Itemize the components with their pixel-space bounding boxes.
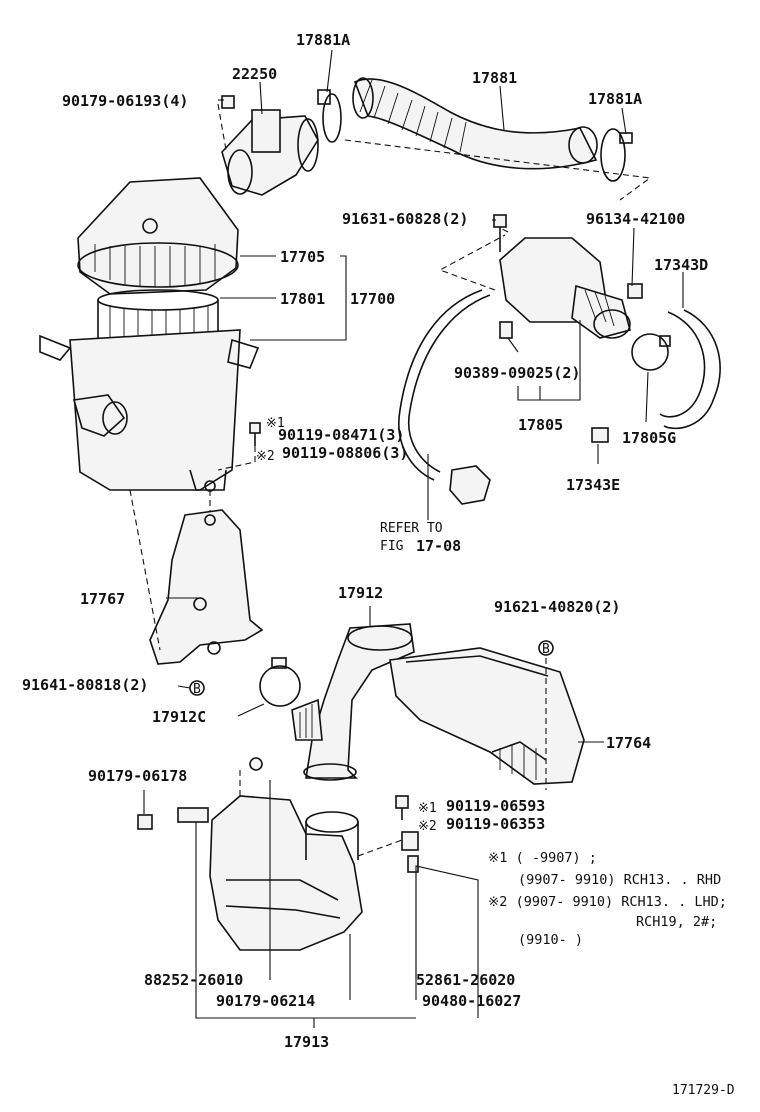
- footer-illustration-code: 171729-D: [672, 1083, 735, 1098]
- vacuum-hose-to-17-08: [398, 289, 491, 505]
- refer-fig-text: FIG: [380, 539, 404, 554]
- label-90179-06178: 90179-06178: [88, 767, 187, 785]
- circle-b-upper: B: [542, 642, 550, 657]
- check-valve-88252-26010: [177, 807, 209, 823]
- air-duct-17805: [499, 237, 631, 339]
- note-line-2: (9907- 9910) RCH13. . RHD: [518, 872, 721, 888]
- bolt-91631-60828: [493, 214, 507, 252]
- label-17913: 17913: [284, 1033, 329, 1051]
- label-91641-80818: 91641-80818(2): [22, 676, 148, 694]
- label-90119-06593: 90119-06593: [446, 797, 545, 815]
- clip-17343e: [591, 427, 609, 443]
- screw-90119-06593: [395, 795, 409, 820]
- label-17881a-right: 17881A: [588, 90, 642, 108]
- label-90119-08471: 90119-08471(3): [278, 426, 404, 444]
- label-90389-09025: 90389-09025(2): [454, 364, 580, 382]
- label-90179-06214: 90179-06214: [216, 992, 315, 1010]
- hose-clamp-17881a-top: [317, 89, 342, 143]
- label-17764: 17764: [606, 734, 651, 752]
- label-90179-06193: 90179-06193(4): [62, 92, 188, 110]
- refer-to-text: REFER TO: [380, 521, 443, 536]
- clip-90179-06178: [137, 814, 153, 830]
- label-17805g: 17805G: [622, 429, 676, 447]
- label-17767: 17767: [80, 590, 125, 608]
- air-duct-17764: [389, 647, 585, 785]
- mark-1-lower: ※1: [418, 801, 437, 816]
- air-duct-17912: [291, 623, 415, 781]
- label-17881: 17881: [472, 69, 517, 87]
- screw-90179-06193: [221, 95, 235, 109]
- note-line-3: ※2 (9907- 9910) RCH13. . LHD;: [488, 894, 727, 910]
- label-90119-06353: 90119-06353: [446, 815, 545, 833]
- hose-clamp-17881a-right: [600, 128, 633, 182]
- refer-fig-number: 17-08: [416, 537, 461, 555]
- air-cleaner-case-17700: [39, 329, 260, 492]
- label-17801: 17801: [280, 290, 325, 308]
- leader-lines: [143, 49, 684, 1028]
- label-91631-60828: 91631-60828(2): [342, 210, 468, 228]
- label-17912: 17912: [338, 584, 383, 602]
- mark-2-upper: ※2: [256, 449, 275, 464]
- label-17881a-top: 17881A: [296, 31, 350, 49]
- air-flow-meter-22250: [221, 109, 319, 196]
- intake-hose-17881: [352, 77, 598, 170]
- label-17343d: 17343D: [654, 256, 708, 274]
- label-17343e: 17343E: [566, 476, 620, 494]
- label-91621-40820: 91621-40820(2): [494, 598, 620, 616]
- label-90480-16027: 90480-16027: [422, 992, 521, 1010]
- label-88252-26010: 88252-26010: [144, 971, 243, 989]
- label-17912c: 17912C: [152, 708, 206, 726]
- screw-90119-08471: [249, 422, 261, 446]
- label-52861-26020: 52861-26020: [416, 971, 515, 989]
- note-line-1: ※1 ( -9907) ;: [488, 850, 597, 866]
- mark-1-upper: ※1: [266, 416, 285, 431]
- note-line-4: RCH19, 2#;: [636, 914, 717, 930]
- hose-clamp-17912c: [259, 657, 301, 707]
- resonator-17913: [209, 795, 363, 951]
- label-17705: 17705: [280, 248, 325, 266]
- bracket-17767: [149, 509, 264, 665]
- label-22250: 22250: [232, 65, 277, 83]
- mark-2-lower: ※2: [418, 819, 437, 834]
- label-90119-08806: 90119-08806(3): [282, 444, 408, 462]
- label-17700: 17700: [350, 290, 395, 308]
- note-line-5: (9910- ): [518, 932, 583, 948]
- circle-b-lower: B: [193, 682, 201, 697]
- applicability-notes: ※1 ( -9907) ; (9907- 9910) RCH13. . RHD …: [488, 850, 727, 948]
- air-cleaner-cap-17705: [77, 177, 239, 295]
- hose-17343d: [659, 309, 721, 430]
- grommet-52861-26020: [401, 831, 419, 851]
- hose-clamp-17805g: [631, 333, 671, 371]
- clamp-96134-42100: [627, 283, 643, 299]
- label-96134-42100: 96134-42100: [586, 210, 685, 228]
- pipe-90480-16027: [407, 855, 419, 873]
- label-17805: 17805: [518, 416, 563, 434]
- screw-90179-06214: [249, 757, 263, 771]
